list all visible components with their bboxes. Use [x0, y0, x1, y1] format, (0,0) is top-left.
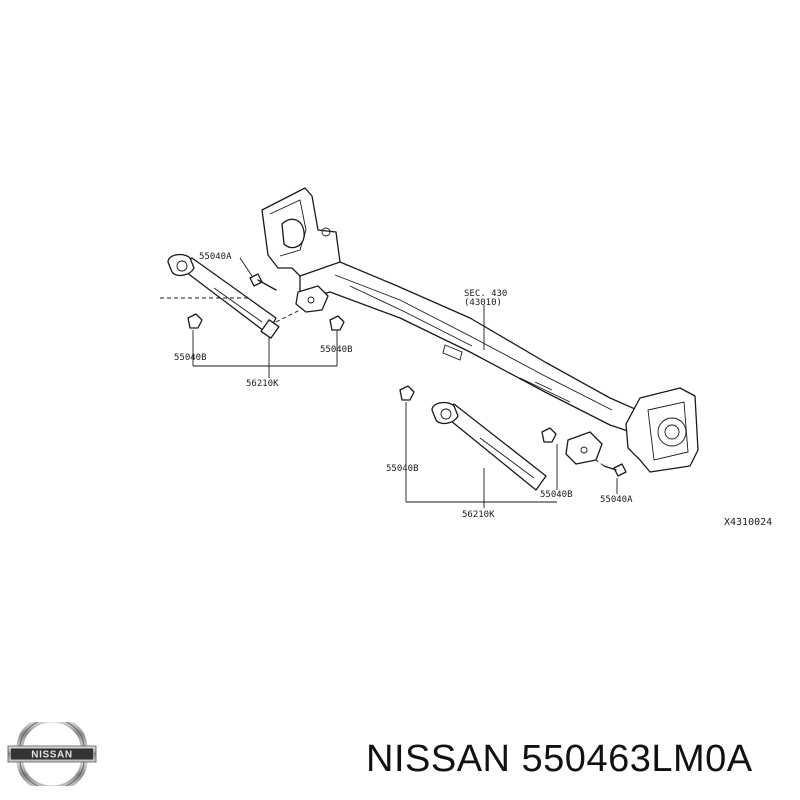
label-bolt-a-right: 55040A	[600, 495, 633, 505]
nissan-logo-text: NISSAN	[31, 750, 72, 761]
fastener-nut-left-inner	[329, 315, 345, 331]
shock-absorber-right	[431, 401, 547, 491]
label-figure-ref: X4310024	[724, 517, 772, 528]
guide-line-right	[595, 459, 605, 467]
leader-lines	[192, 257, 618, 508]
label-shock-right: 56210K	[462, 510, 495, 520]
label-nut-b-right-outer: 55040B	[386, 464, 419, 474]
label-shock-left: 56210K	[246, 379, 279, 389]
shock-absorber-left	[167, 253, 280, 339]
label-sec-ref-line1: SEC. 430	[464, 289, 507, 299]
fastener-bolt-left	[249, 273, 277, 291]
label-nut-b-left-outer: 55040B	[174, 353, 207, 363]
label-nut-b-left-inner: 55040B	[320, 345, 353, 355]
fastener-nut-right-inner	[541, 427, 557, 443]
fastener-nut-left-outer	[187, 313, 203, 329]
fastener-nut-right-outer	[399, 385, 415, 401]
part-number-caption: NISSAN 550463LM0A	[366, 738, 753, 780]
nissan-logo: NISSAN	[7, 722, 97, 786]
label-sec-ref-line2: (43010)	[464, 298, 502, 308]
rear-axle-beam	[261, 187, 699, 473]
label-bolt-a-left: 55040A	[199, 252, 232, 262]
guide-line-left-lower	[275, 309, 301, 323]
fastener-bolt-right	[603, 463, 627, 477]
label-nut-b-right-inner: 55040B	[540, 490, 573, 500]
